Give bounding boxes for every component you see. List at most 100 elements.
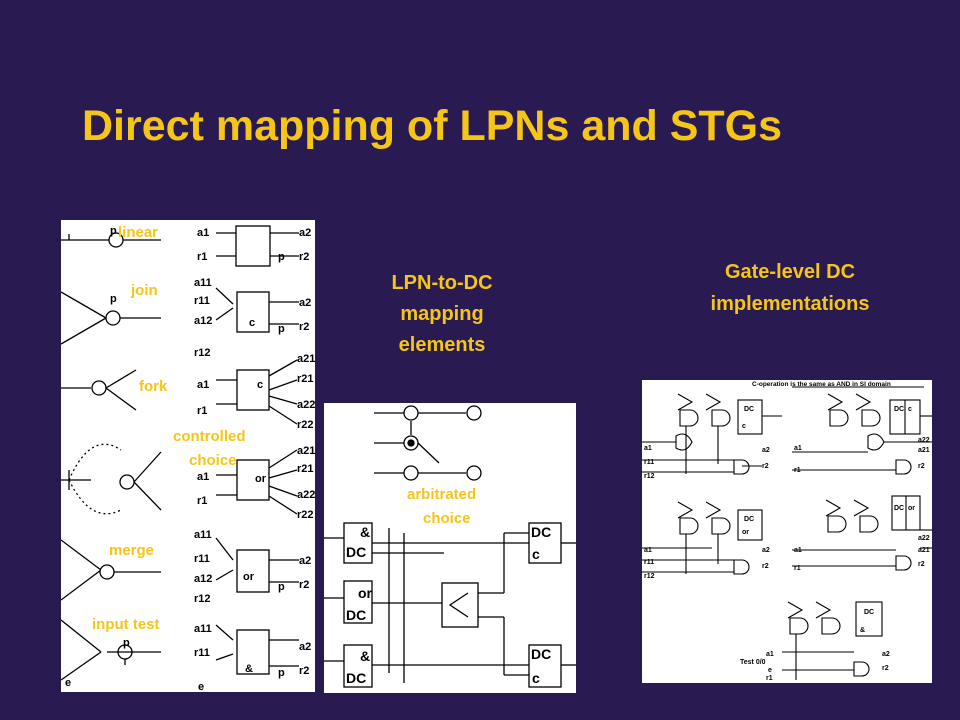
label-a12: a12: [194, 573, 212, 585]
label-dc: DC: [531, 524, 551, 540]
slide-title: Direct mapping of LPNs and STGs: [82, 102, 783, 150]
label-r11: r11: [644, 559, 654, 566]
gate-level-panel: C-operation is the same as AND in SI dom…: [642, 380, 932, 683]
label-a21: a21: [297, 445, 315, 457]
heading-line: elements: [398, 334, 486, 356]
label-a11: a11: [194, 277, 212, 289]
label-dc: DC: [894, 406, 904, 413]
label-a1: a1: [794, 547, 802, 554]
label-p: p: [110, 225, 117, 237]
label-r1: r1: [197, 495, 207, 507]
gate-level-heading: Gate-level DC implementations: [660, 256, 920, 320]
lpn-elements-diagram: p a1 r1 a2 p r2 p a11 r11 a12 r12 c a2 p…: [60, 225, 315, 693]
label-a21: a21: [918, 447, 930, 454]
label-p: p: [278, 581, 285, 593]
label-a11: a11: [194, 529, 212, 541]
label-and: &: [360, 524, 370, 540]
label-a2: a2: [762, 447, 770, 454]
label-input-test: input test: [92, 616, 160, 633]
label-r1: r1: [766, 675, 773, 682]
heading-line: implementations: [710, 293, 870, 315]
label-a1: a1: [644, 445, 652, 452]
label-a11: a11: [194, 623, 212, 635]
label-or: or: [358, 585, 373, 601]
note-text: C-operation is the same as AND in SI dom…: [752, 381, 891, 388]
label-r2: r2: [299, 321, 309, 333]
label-a12: a12: [194, 315, 212, 327]
label-a2: a2: [299, 297, 311, 309]
label-r2: r2: [299, 251, 309, 263]
label-a2: a2: [762, 547, 770, 554]
label-c: c: [532, 670, 540, 686]
label-r12: r12: [194, 347, 211, 359]
label-r11: r11: [194, 295, 210, 307]
label-or: or: [243, 571, 255, 583]
label-and: &: [245, 663, 253, 675]
label-r12: r12: [644, 473, 655, 480]
label-a1: a1: [794, 445, 802, 452]
label-dc: DC: [346, 544, 366, 560]
label-dc: DC: [744, 516, 754, 523]
label-a2: a2: [299, 641, 311, 653]
label-a22: a22: [918, 437, 930, 444]
label-r1: r1: [794, 565, 801, 572]
label-and: &: [360, 648, 370, 664]
label-r22: r22: [297, 419, 314, 431]
label-a22: a22: [297, 399, 315, 411]
label-r2: r2: [299, 579, 309, 591]
label-a1: a1: [197, 227, 209, 239]
label-r21: r21: [297, 463, 314, 475]
label-a1: a1: [197, 379, 209, 391]
label-dc: DC: [864, 609, 874, 616]
label-c: c: [908, 406, 912, 413]
label-r12: r12: [644, 573, 655, 580]
label-r21: r21: [297, 373, 314, 385]
label-dc: DC: [346, 670, 366, 686]
label-dc: DC: [744, 406, 754, 413]
label-p: p: [110, 293, 117, 305]
label-r11: r11: [194, 647, 210, 659]
label-r1: r1: [197, 405, 207, 417]
label-r1: r1: [197, 251, 207, 263]
label-dc: DC: [531, 646, 551, 662]
label-fork: fork: [139, 378, 168, 395]
label-linear: linear: [118, 224, 159, 241]
label-arbitrated: arbitrated: [407, 486, 477, 503]
label-test: Test 0/0: [740, 659, 766, 666]
label-r2: r2: [918, 463, 925, 470]
label-r2: r2: [762, 563, 769, 570]
label-a22: a22: [297, 489, 315, 501]
label-c: c: [249, 317, 255, 329]
label-r11: r11: [644, 459, 654, 466]
label-a1: a1: [197, 471, 209, 483]
label-e: e: [768, 667, 772, 674]
label-a2: a2: [299, 227, 311, 239]
label-a21: a21: [918, 547, 930, 554]
label-r2: r2: [882, 665, 889, 672]
label-a1: a1: [644, 547, 652, 554]
lpn-elements-panel: p a1 r1 a2 p r2 p a11 r11 a12 r12 c a2 p…: [60, 220, 315, 693]
label-e: e: [198, 681, 204, 692]
label-e: e: [65, 677, 71, 689]
label-r2: r2: [918, 561, 925, 568]
label-c: c: [257, 379, 263, 391]
label-p: p: [278, 667, 285, 679]
arbitrated-choice-panel: & DC or DC & DC DC c DC c: [324, 403, 576, 693]
label-merge: merge: [109, 542, 155, 559]
label-r2: r2: [299, 665, 309, 677]
label-a21: a21: [297, 353, 315, 365]
label-dc: DC: [894, 505, 904, 512]
label-controlled: controlled: [173, 428, 246, 445]
label-arbitrated-choice: choice: [423, 510, 471, 527]
label-p: p: [278, 323, 285, 335]
label-r1: r1: [794, 467, 801, 474]
label-choice: choice: [189, 452, 237, 469]
arbitrated-choice-diagram: & DC or DC & DC DC c DC c: [324, 405, 576, 688]
label-r22: r22: [297, 509, 314, 521]
heading-line: LPN-to-DC: [391, 272, 493, 294]
label-c: c: [532, 546, 540, 562]
gate-level-diagram: C-operation is the same as AND in SI dom…: [642, 381, 932, 682]
label-a2: a2: [882, 651, 890, 658]
label-or: or: [908, 505, 915, 512]
label-r2: r2: [762, 463, 769, 470]
